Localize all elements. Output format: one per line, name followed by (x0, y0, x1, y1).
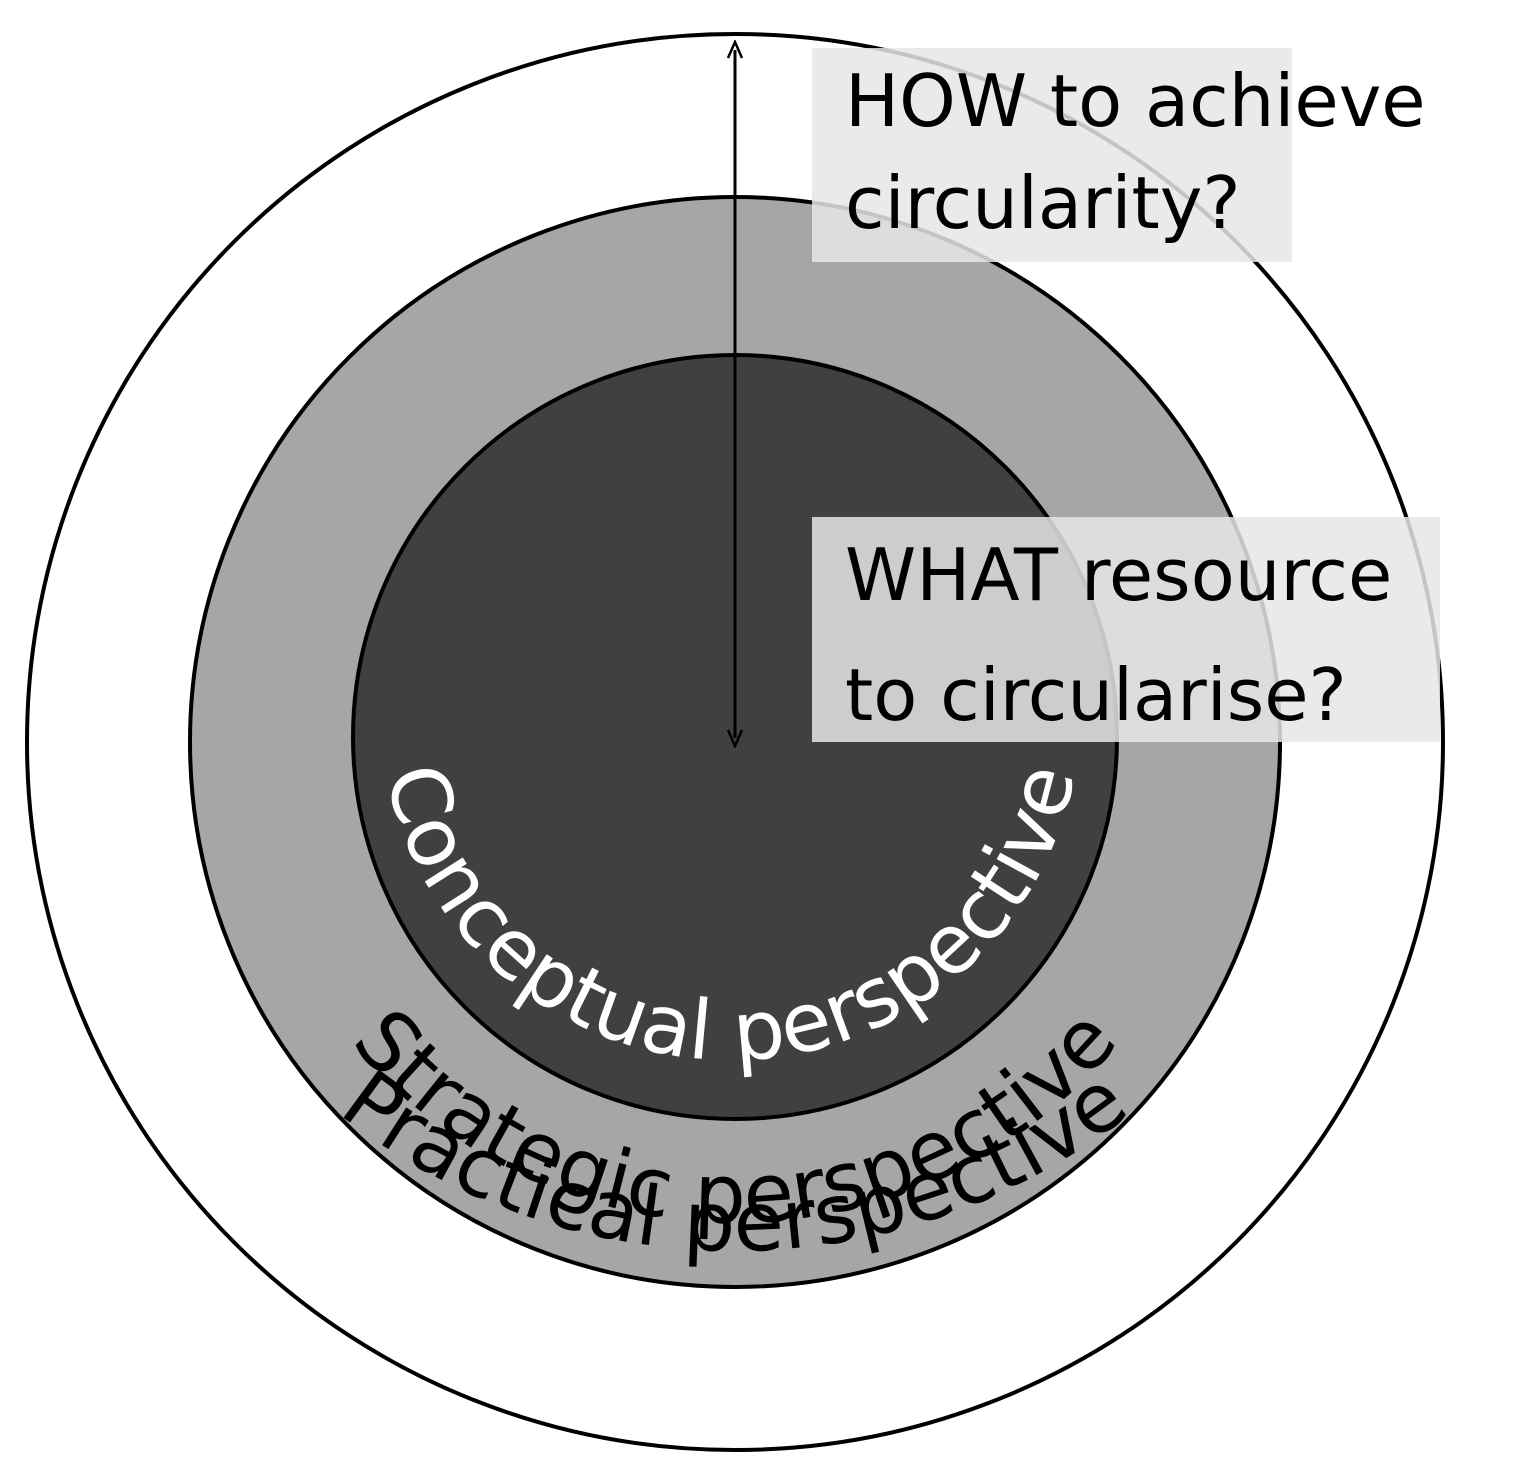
how-question-second: circularity? (845, 161, 1241, 245)
how-question-box (812, 48, 1292, 262)
how-question-line2: circularity? (845, 161, 1241, 245)
how-question-line1: HOW to achieve (845, 59, 1426, 143)
what-question-box (812, 517, 1440, 742)
what-question: WHAT resource (845, 533, 1392, 617)
what-question-second: to circularise? (845, 653, 1347, 737)
how-question: HOW to achieve (845, 59, 1426, 143)
what-question-line1: WHAT resource (845, 533, 1392, 617)
what-question-line2: to circularise? (845, 653, 1347, 737)
